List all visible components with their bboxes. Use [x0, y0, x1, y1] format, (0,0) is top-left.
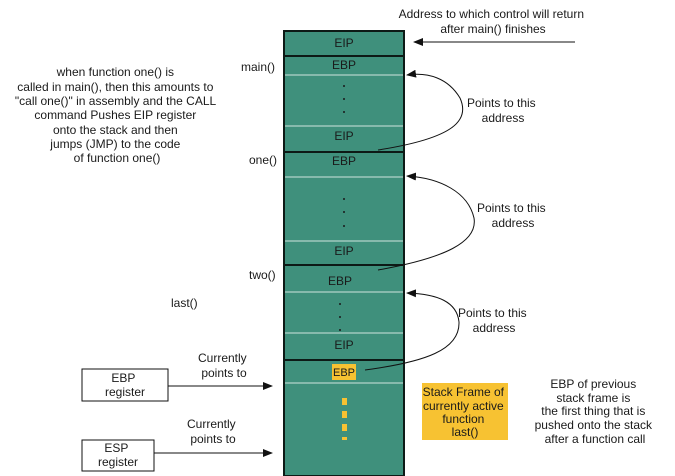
last-ebp-cell: EBP [333, 367, 355, 379]
frame-label-one: one() [249, 153, 277, 167]
active-frame-marks [342, 398, 347, 440]
active-frame-box [422, 383, 508, 440]
one-eip-cell: EIP [334, 244, 353, 258]
esp-register-label: ESP register [98, 441, 138, 469]
one-ebp-cell: EBP [332, 154, 356, 168]
frame-label-main: main() [241, 60, 275, 74]
points-to-label-1: Points to this address [467, 96, 539, 125]
two-ebp-cell: EBP [328, 274, 352, 288]
two-eip-cell: EIP [334, 338, 353, 352]
points-to-label-2: Points to this address [477, 201, 549, 230]
points-to-arrow-3 [364, 289, 460, 371]
ebp-currently-points-to: Currently points to [198, 351, 250, 380]
ebp-previous-frame-note: EBP of previous stack frame is the first… [535, 377, 656, 446]
current-ebp-highlight [332, 364, 356, 380]
ebp-register-label: EBP register [105, 371, 145, 399]
return-address-note: Address to which control will return aft… [399, 7, 588, 36]
frame-label-last: last() [171, 296, 198, 310]
points-to-arrow-1 [377, 69, 464, 151]
points-to-label-3: Points to this address [458, 306, 530, 335]
points-to-arrow-2 [377, 172, 475, 271]
ellipsis-dots [339, 85, 345, 331]
call-explanation-note: when function one() is called in main(),… [15, 65, 219, 165]
ebp-register-box [81, 368, 169, 402]
esp-currently-points-to: Currently points to [187, 417, 239, 446]
eip-top-cell: EIP [334, 36, 353, 50]
stack-column: EIP EBP EIP EBP EIP EBP EIP EBP [283, 30, 405, 476]
active-frame-label: Stack Frame of currently active function… [423, 385, 508, 439]
slot-lines [285, 74, 403, 384]
main-eip-cell: EIP [334, 129, 353, 143]
main-ebp-cell: EBP [332, 58, 356, 72]
esp-register-box [81, 439, 155, 472]
frame-label-two: two() [249, 268, 276, 282]
